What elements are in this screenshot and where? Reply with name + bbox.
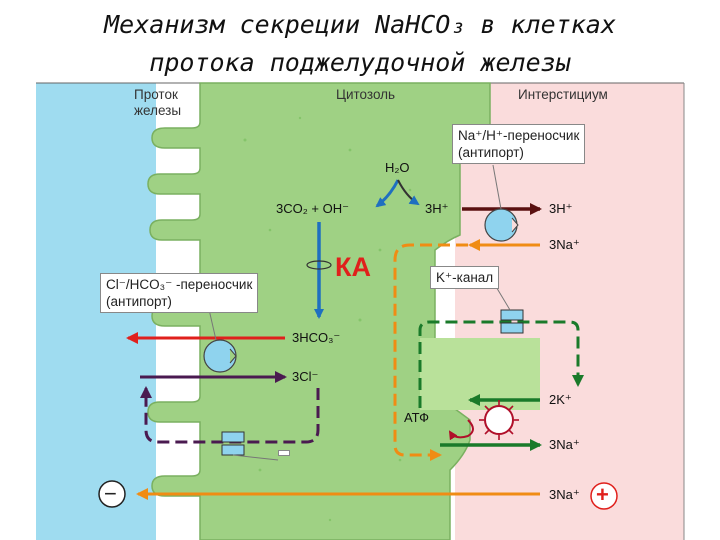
title-line-2: протока поджелудочной железы [149, 48, 571, 77]
atp-label: АТФ [404, 410, 430, 425]
minus-charge-circle [98, 480, 126, 508]
duct-label: Проток железы [134, 87, 182, 118]
atp-hydrolysis-arrow [448, 419, 474, 441]
h-outside-label: 3H⁺ [549, 201, 573, 216]
na-h-antiporter [484, 208, 519, 242]
na-bottom-label: 3Na⁺ [549, 487, 580, 502]
carbonic-anhydrase-label: КА [335, 252, 371, 282]
carbonic-anhydrase-loop [306, 260, 332, 270]
interstitium-label: Интерстициум [518, 87, 608, 102]
k-channel-label: K⁺-канал [430, 266, 500, 289]
k-channel [500, 309, 524, 334]
title-line-1: Механизм секреции NaHCO₃ в клетках [104, 10, 616, 39]
h2o-label: H₂O [385, 160, 410, 175]
h-inside-label: 3H⁺ [425, 201, 449, 216]
cl-inside-label: 3Cl⁻ [292, 369, 319, 384]
na-top-label: 3Na⁺ [549, 237, 580, 252]
cl-hco3-antiporter-label: Cl⁻/HCO₃⁻ -переносчик (антипорт) [100, 273, 259, 313]
na-pump-label: 3Na⁺ [549, 437, 580, 452]
na-k-atpase-pump [479, 400, 519, 440]
cytosol-inner-region [420, 338, 540, 410]
minus-charge-symbol: − [104, 481, 117, 506]
k-outside-label: 2K⁺ [549, 392, 572, 407]
cytosol-label: Цитозоль [336, 87, 396, 102]
plus-charge-symbol: + [596, 482, 609, 507]
na-influx-orange-path [393, 243, 540, 461]
na-h-antiporter-label: Na⁺/H⁺-переносчик (антипорт) [452, 124, 586, 164]
k-recycle-green-path [418, 320, 584, 408]
hco3-label: 3HCO₃⁻ [292, 330, 341, 345]
reaction-left-label: 3CO₂ + OH⁻ [276, 201, 349, 216]
h2o-split-arrow-left [375, 179, 400, 208]
h2o-split-arrow-right [397, 179, 420, 206]
cl-hco3-antiporter [203, 339, 237, 373]
cftr-channel-label [278, 450, 290, 456]
plus-charge-circle [590, 482, 618, 510]
